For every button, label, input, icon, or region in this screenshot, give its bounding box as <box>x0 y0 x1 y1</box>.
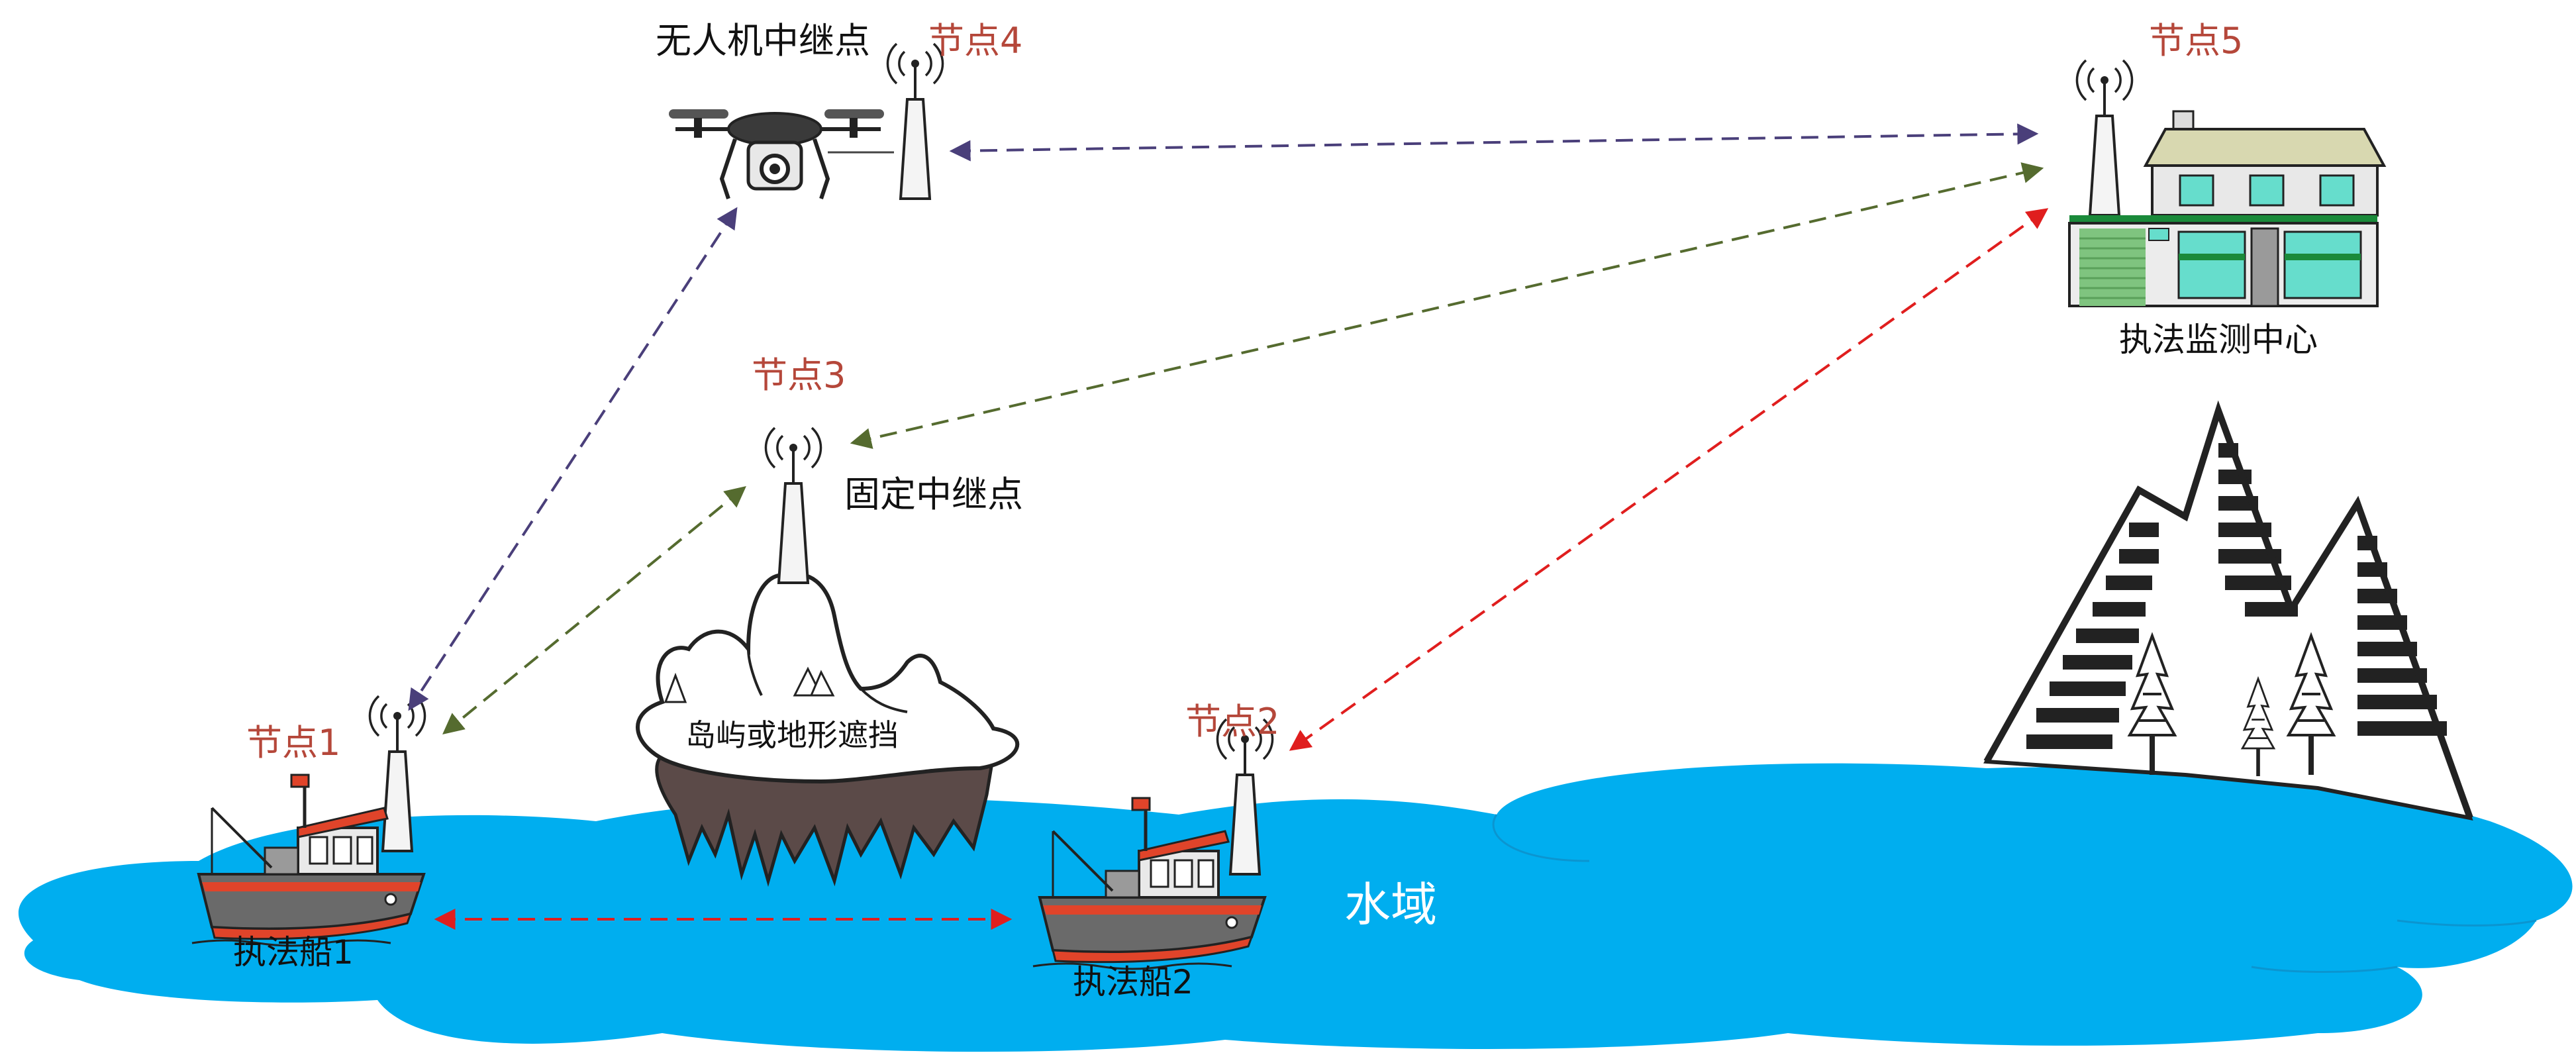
link-drone-center <box>949 123 2039 162</box>
relay-node-name: 固定中继点 <box>844 474 1023 515</box>
building-icon <box>2068 110 2387 307</box>
link-center-boat2 <box>1289 208 2049 751</box>
drone-node-tag: 节点4 <box>928 20 1022 62</box>
boat2-node-tag: 节点2 <box>1185 701 1279 742</box>
center-antenna-icon <box>2075 59 2134 217</box>
relay-node-tag: 节点3 <box>752 354 846 396</box>
relay-antenna-icon <box>764 426 822 584</box>
boat1-node-tag: 节点1 <box>246 722 340 764</box>
boat2-node-name: 执法船2 <box>1073 963 1193 1001</box>
mountain-icon <box>1983 400 2473 821</box>
boat1-node-name: 执法船1 <box>233 933 354 972</box>
link-relay-center <box>850 162 2044 449</box>
center-node-tag: 节点5 <box>2149 20 2243 62</box>
link-drone-boat1 <box>408 207 738 711</box>
drone-icon <box>669 109 894 199</box>
water-label: 水域 <box>1344 878 1437 932</box>
drone-antenna-icon <box>886 42 944 200</box>
center-node-name: 执法监测中心 <box>2119 321 2318 359</box>
island-label: 岛屿或地形遮挡 <box>685 717 899 753</box>
drone-node-name: 无人机中继点 <box>656 20 870 62</box>
link-relay-boat1 <box>442 485 746 735</box>
water-area <box>18 763 2573 1052</box>
